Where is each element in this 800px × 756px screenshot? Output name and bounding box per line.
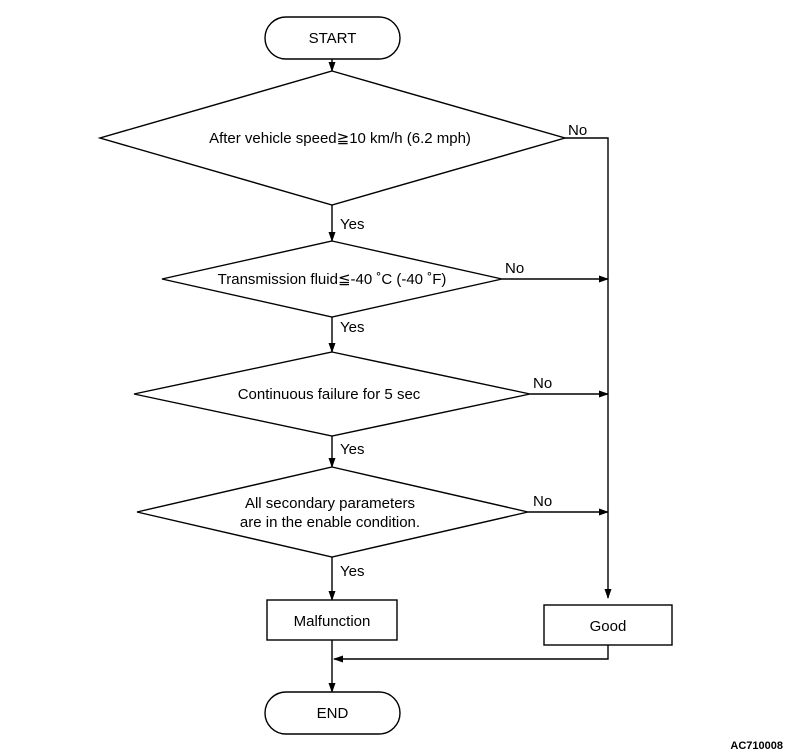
decision-vehicle-speed-label: After vehicle speed≧10 km/h (6.2 mph) [209,130,471,147]
good-label: Good [590,618,627,635]
d2-yes-label: Yes [340,319,364,336]
decision-secondary-parameters [136,466,529,558]
d4-no-label: No [533,493,552,510]
decision-secondary-parameters-line1: All secondary parameters [245,495,415,512]
d2-no-label: No [505,260,524,277]
connector-good-end [333,645,609,663]
d3-yes-label: Yes [340,441,364,458]
decision-continuous-failure-label: Continuous failure for 5 sec [238,386,421,403]
d3-no-label: No [533,375,552,392]
figure-code: AC710008 [730,740,783,752]
malfunction-box [266,599,398,641]
decision-secondary-parameters-line2: are in the enable condition. [240,514,420,531]
end-terminal [264,691,401,735]
good-box [543,604,673,646]
malfunction-label: Malfunction [294,613,371,630]
end-label: END [317,705,349,722]
start-label: START [309,30,357,47]
decision-fluid-temperature-label: Transmission fluid≦-40 ˚C (-40 ˚F) [218,271,447,288]
d1-no-label: No [568,122,587,139]
d1-yes-label: Yes [340,216,364,233]
connector-d1-no [565,137,612,599]
d4-yes-label: Yes [340,563,364,580]
